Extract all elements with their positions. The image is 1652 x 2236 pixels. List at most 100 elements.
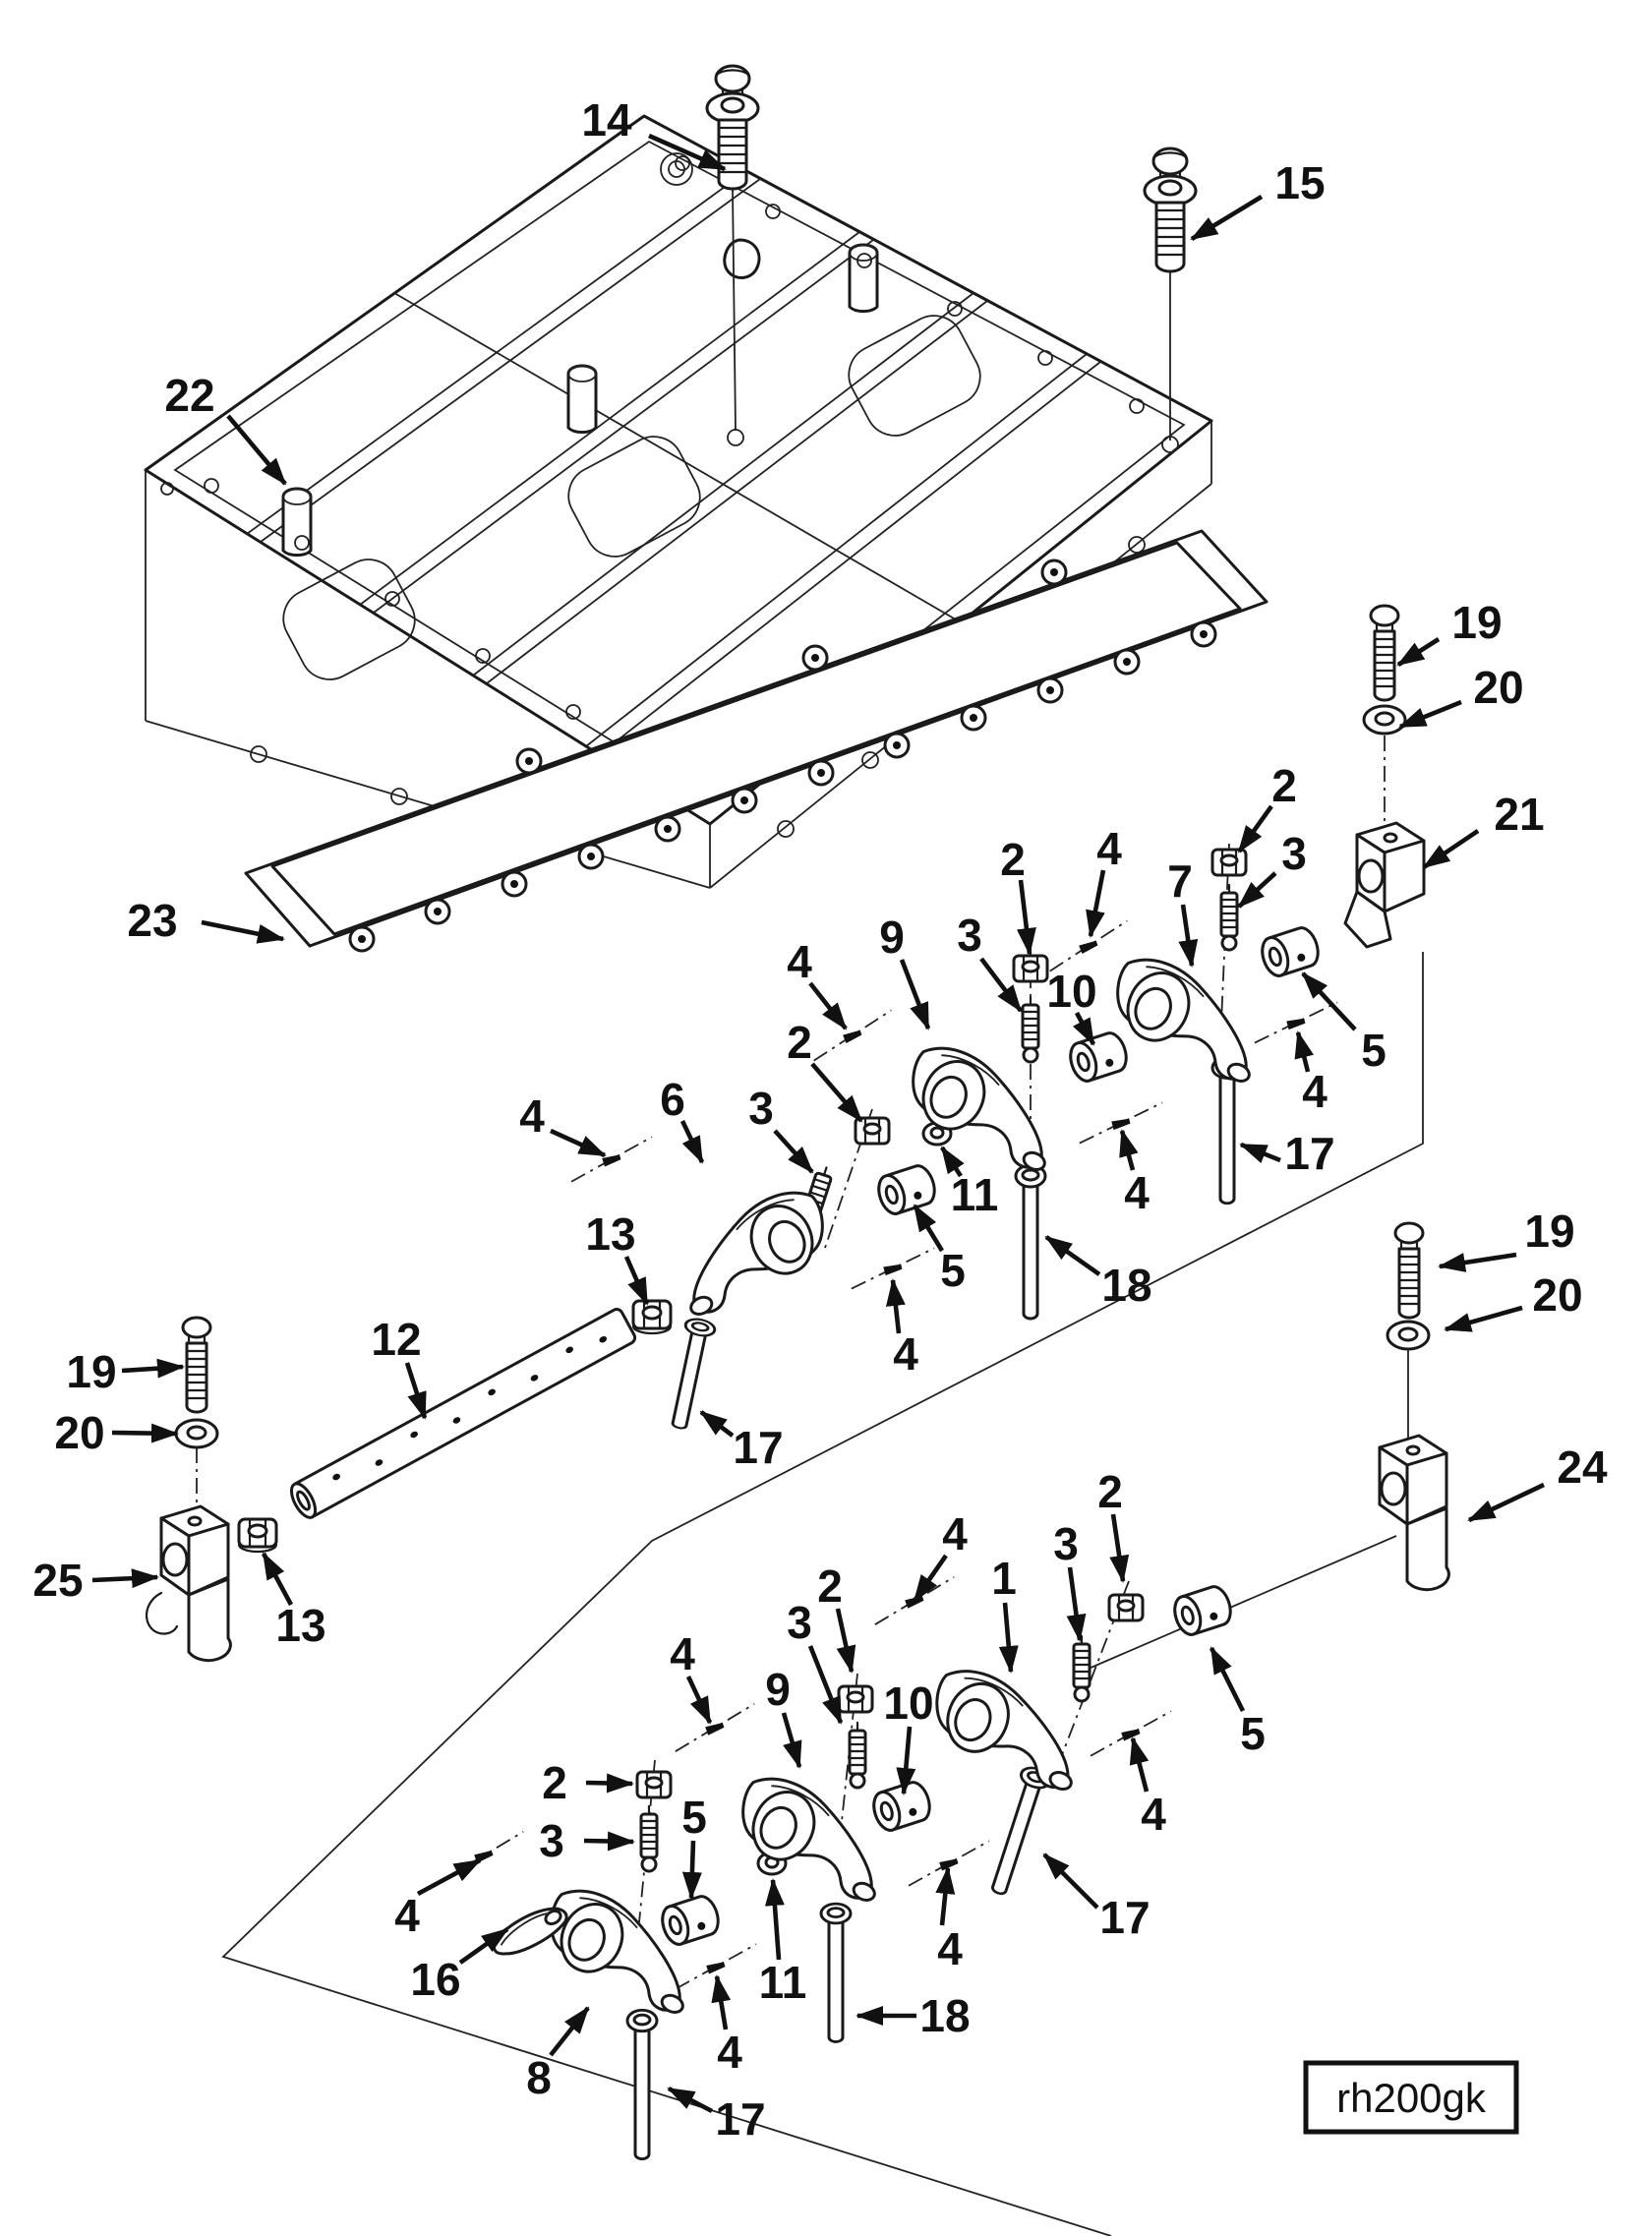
callout-3: 3 [957, 910, 982, 961]
callout-19: 19 [1451, 597, 1502, 648]
callout-4: 4 [1096, 823, 1122, 874]
adjusting-nut-2 [1012, 954, 1049, 983]
washer-20 [174, 1418, 219, 1449]
callout-18: 18 [919, 1990, 970, 2041]
callout-2: 2 [817, 1560, 843, 1612]
callout-4: 4 [1302, 1066, 1328, 1117]
adjusting-screw-3 [1021, 995, 1040, 1064]
callout-5: 5 [1240, 1708, 1266, 1759]
callout-25: 25 [32, 1555, 83, 1606]
rocker-arm-1 [918, 1658, 1099, 1795]
callout-2: 2 [787, 1017, 812, 1068]
pedestal-bolt-19 [1369, 604, 1400, 702]
callout-18: 18 [1101, 1260, 1151, 1311]
adjusting-nut-2 [1107, 1593, 1145, 1622]
callout-15: 15 [1274, 157, 1325, 208]
adjusting-screw-3 [639, 1804, 659, 1873]
callout-4: 4 [893, 1328, 918, 1380]
adjusting-screw-3 [1072, 1634, 1092, 1703]
callout-10: 10 [1046, 966, 1096, 1017]
callout-13: 13 [275, 1600, 325, 1651]
callout-4: 4 [670, 1628, 695, 1679]
rocker-pedestal-24 [1378, 1434, 1450, 1592]
rocker-arm-9 [724, 1765, 905, 1907]
bushing-5 [872, 1160, 941, 1219]
callout-23: 23 [127, 895, 177, 946]
set-screw-4 [668, 1702, 762, 1753]
push-rod-18 [1014, 1163, 1047, 1321]
washer-20 [1362, 704, 1407, 736]
valve-cover [144, 114, 1213, 889]
push-rod-18 [819, 1902, 853, 2043]
adjusting-nut-2 [854, 1116, 891, 1146]
adjusting-screw-3 [1219, 883, 1239, 952]
callout-4: 4 [519, 1090, 545, 1142]
set-screw-4 [1074, 1101, 1168, 1145]
cover-gasket [244, 529, 1268, 953]
callout-9: 9 [765, 1664, 791, 1715]
shaft-nut-13 [237, 1517, 278, 1554]
callout-20: 20 [1532, 1269, 1582, 1321]
pedestal-bolt-19 [181, 1316, 212, 1414]
callout-2: 2 [1000, 834, 1026, 885]
callout-3: 3 [1053, 1518, 1079, 1569]
rocker-pedestal-21 [1343, 821, 1426, 949]
callout-22: 22 [164, 370, 214, 421]
callout-3: 3 [748, 1083, 774, 1134]
callout-17: 17 [1099, 1892, 1150, 1943]
push-rod-17 [663, 1315, 718, 1433]
callout-19: 19 [66, 1346, 116, 1397]
shaft-nut-13 [631, 1299, 673, 1335]
callout-4: 4 [942, 1508, 968, 1559]
bushing-5 [656, 1891, 725, 1950]
callout-4: 4 [787, 936, 812, 987]
adjusting-screw-3 [848, 1721, 867, 1790]
callout-17: 17 [733, 1422, 783, 1473]
callout-5: 5 [681, 1792, 707, 1843]
callout-20: 20 [54, 1407, 104, 1458]
callout-7: 7 [1167, 855, 1193, 907]
callout-19: 19 [1524, 1206, 1574, 1257]
callout-4: 4 [717, 2027, 742, 2078]
callout-11: 11 [759, 1957, 807, 2008]
callout-1: 1 [991, 1553, 1017, 1604]
pedestal-bolt-19 [1393, 1221, 1425, 1320]
figure-code-label: rh200gk [1336, 2075, 1487, 2121]
set-screw-4 [806, 1009, 899, 1062]
callout-4: 4 [1141, 1789, 1166, 1840]
callout-5: 5 [940, 1245, 966, 1296]
adjusting-nut-2 [1210, 848, 1248, 877]
callout-2: 2 [542, 1757, 567, 1808]
rocker-pedestal-25 [145, 1504, 232, 1663]
callout-20: 20 [1473, 662, 1523, 713]
cover-stub-tubes [281, 243, 879, 558]
rocker-arm-7 [1098, 946, 1279, 1088]
rocker-arm-6 [661, 1179, 842, 1321]
rocker-shaft-12 [289, 1308, 637, 1519]
adjusting-nut-2 [635, 1770, 673, 1799]
set-screw-4 [437, 1830, 531, 1881]
callout-10: 10 [883, 1677, 933, 1729]
callout-9: 9 [879, 912, 905, 963]
washer-20 [1386, 1320, 1431, 1351]
set-screw-4 [1042, 919, 1135, 972]
callout-2: 2 [1097, 1466, 1123, 1517]
callout-3: 3 [1281, 828, 1307, 879]
callout-3: 3 [787, 1597, 812, 1648]
callout-2: 2 [1271, 760, 1297, 811]
callout-16: 16 [410, 1954, 460, 2005]
callout-21: 21 [1494, 789, 1544, 840]
rocker-arm-9 [894, 1034, 1075, 1176]
callout-14: 14 [581, 94, 632, 146]
bushing-10 [1064, 1028, 1133, 1087]
callout-labels: 14 15 22 23 19 20 21 2 3 7 4 10 2 3 9 4 … [32, 94, 1608, 2145]
callout-8: 8 [526, 2052, 552, 2103]
gasket-tabs [348, 559, 1217, 953]
push-rod-17 [982, 1762, 1054, 1900]
callout-6: 6 [660, 1074, 685, 1125]
callout-3: 3 [539, 1815, 564, 1866]
callout-4: 4 [394, 1890, 420, 1941]
bushing-10 [867, 1777, 936, 1836]
